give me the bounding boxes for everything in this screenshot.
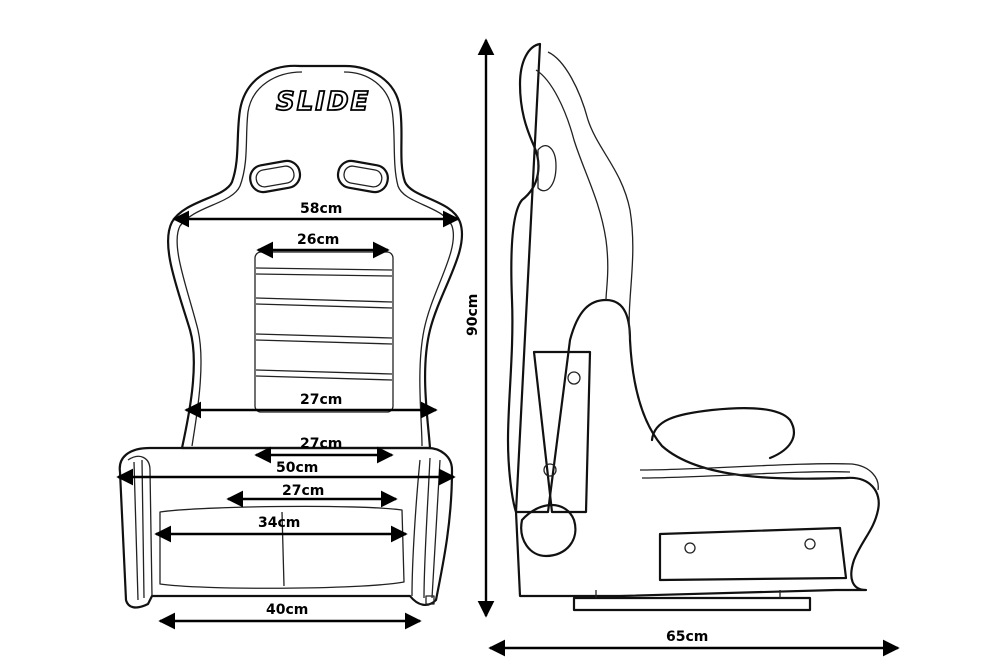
label-cushion-depth-width: 34cm (258, 515, 300, 531)
label-lumbar-width: 27cm (300, 392, 342, 408)
front-backrest-inner-outline-right (343, 71, 454, 447)
front-backrest-inner-outline (176, 71, 303, 447)
side-mounting-bracket (532, 350, 592, 514)
harness-slot-right (336, 159, 389, 194)
label-depth: 65cm (666, 629, 708, 645)
label-seat-width: 50cm (276, 460, 318, 476)
side-slide-rail (572, 596, 812, 612)
side-seat-bolster (650, 407, 796, 460)
side-seat-piping (639, 463, 879, 491)
label-base-width: 40cm (266, 602, 308, 618)
brand-logo: SLIDE (276, 87, 370, 117)
bracket-bolt-2 (543, 463, 557, 477)
bracket-bolt-3 (684, 542, 696, 554)
bracket-bolt-1 (567, 371, 581, 385)
side-lower-bracket (658, 526, 848, 582)
harness-slot-left (249, 159, 302, 194)
front-seat-cushion (159, 505, 405, 589)
label-seat-inner-upper: 27cm (300, 436, 342, 452)
side-backrest-shell (547, 51, 634, 341)
center-panel-stitching (254, 251, 394, 413)
front-view: SLIDE (118, 64, 463, 609)
side-recline-knob (520, 504, 577, 558)
dimension-lines (116, 38, 900, 657)
side-backrest-shell-inner (535, 69, 609, 301)
front-backrest-outline (167, 64, 463, 450)
dimension-labels: 58cm 26cm 27cm 27cm 50cm 27cm 34cm 40cm … (258, 201, 708, 645)
front-seat-bolster-right (411, 457, 441, 599)
side-harness-opening (537, 145, 557, 192)
side-backrest-outline (506, 42, 880, 598)
label-backrest-width: 58cm (300, 201, 342, 217)
side-view (506, 42, 880, 612)
label-backrest-inner: 26cm (297, 232, 339, 248)
bracket-bolt-4 (804, 538, 816, 550)
label-height: 90cm (465, 294, 481, 336)
label-cushion-width: 27cm (282, 483, 324, 499)
